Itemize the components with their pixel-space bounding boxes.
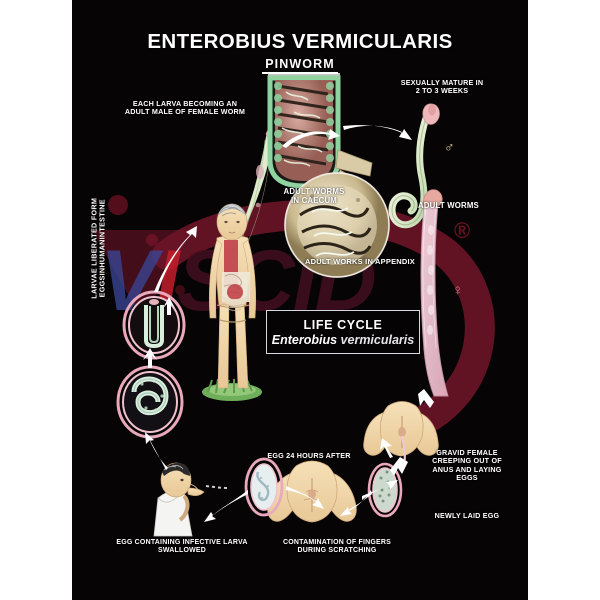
female-symbol-icon: ♀ <box>452 282 463 299</box>
label-larva-becoming-adult: EACH LARVA BECOMING AN ADULT MALE OF FEM… <box>124 99 246 117</box>
caecum-illustration <box>267 73 373 196</box>
label-egg-swallowed: EGG CONTAINING INFECTIVE LARVA SWALLOWED <box>116 539 248 555</box>
life-cycle-poster: VISCID ® <box>72 0 528 600</box>
egg-with-coiled-larva-upper-illustration <box>122 290 186 360</box>
poster-subtitle: PINWORM <box>72 57 528 74</box>
egg-24-hours-illustration <box>244 457 284 517</box>
human-figure-illustration <box>202 203 262 401</box>
gravid-female-worm-illustration: ♀ <box>420 189 463 397</box>
label-gravid-female: GRAVID FEMALE CREEPING OUT OF ANUS AND L… <box>432 448 502 482</box>
label-adult-works-in-appendix: ADULT WORKS IN APPENDIX <box>304 257 416 266</box>
label-newly-laid-egg: NEWLY LAID EGG <box>434 511 500 520</box>
label-contamination-fingers: CONTAMINATION OF FINGERS DURING SCRATCHI… <box>283 539 391 555</box>
life-cycle-species: vermicularis <box>340 332 415 347</box>
poster-subtitle-text: PINWORM <box>262 57 338 74</box>
grass-icon <box>202 378 262 401</box>
newly-laid-egg-illustration <box>367 462 403 518</box>
page-title: ENTEROBIUS VERMICULARIS <box>147 30 453 53</box>
egg-with-coiled-larva-lower-illustration <box>116 365 184 439</box>
label-adult-worms: ADULT WORMS <box>418 201 479 210</box>
child-swallowing-illustration <box>153 462 229 537</box>
label-egg-24-hours: EGG 24 HOURS AFTER <box>267 451 351 460</box>
life-cycle-genus: Enterobius <box>271 332 338 347</box>
label-adult-worms-in-caecum: ADULT WORMS IN CAECUM <box>283 187 345 205</box>
life-cycle-species-name: Enterobius vermicularis <box>272 333 414 347</box>
male-symbol-icon: ♂ <box>444 139 455 155</box>
label-larvae-liberated: LARVAE LIBERATED FORM EGGSINHUMANINTESTI… <box>89 197 107 299</box>
life-cycle-box: LIFE CYCLE Enterobius vermicularis <box>266 310 420 354</box>
label-sexually-mature: SEXUALLY MATURE IN 2 TO 3 WEEKS <box>400 78 484 96</box>
life-cycle-heading: LIFE CYCLE <box>303 317 383 332</box>
